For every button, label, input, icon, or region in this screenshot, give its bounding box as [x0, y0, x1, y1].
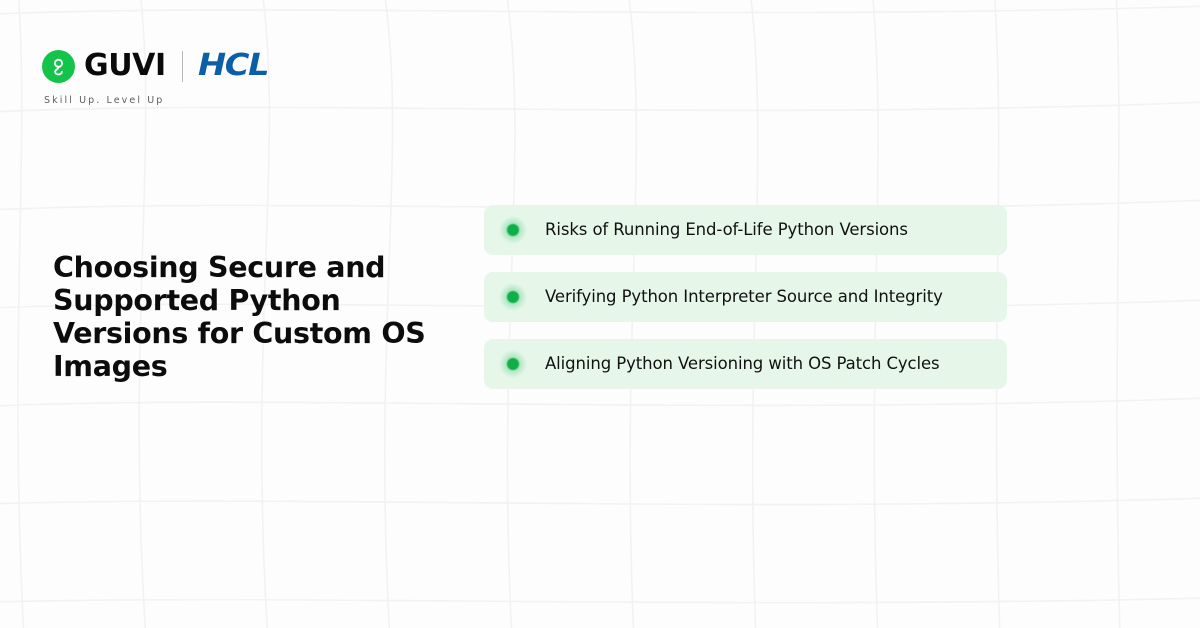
brand-lockup: GUVI HCL Skill Up. Level Up — [42, 46, 269, 106]
topic-card-label: Aligning Python Versioning with OS Patch… — [545, 354, 940, 374]
brand-row: GUVI HCL — [42, 46, 269, 86]
topic-card[interactable]: Verifying Python Interpreter Source and … — [484, 272, 1007, 322]
guvi-g-mark-icon — [42, 49, 75, 83]
topic-card[interactable]: Aligning Python Versioning with OS Patch… — [484, 339, 1007, 389]
green-dot-icon — [499, 283, 527, 311]
guvi-wordmark: GUVI — [84, 48, 166, 83]
topic-card-label: Risks of Running End-of-Life Python Vers… — [545, 220, 908, 240]
green-dot-icon — [499, 350, 527, 378]
hcl-wordmark: HCL — [197, 48, 269, 83]
brand-tagline: Skill Up. Level Up — [44, 95, 165, 106]
page-title: Choosing Secure and Supported Python Ver… — [53, 251, 426, 383]
brand-divider — [181, 50, 183, 82]
green-dot-icon — [499, 216, 527, 244]
topic-card-list: Risks of Running End-of-Life Python Vers… — [484, 205, 1007, 389]
topic-card-label: Verifying Python Interpreter Source and … — [545, 287, 943, 307]
topic-card[interactable]: Risks of Running End-of-Life Python Vers… — [484, 205, 1007, 255]
